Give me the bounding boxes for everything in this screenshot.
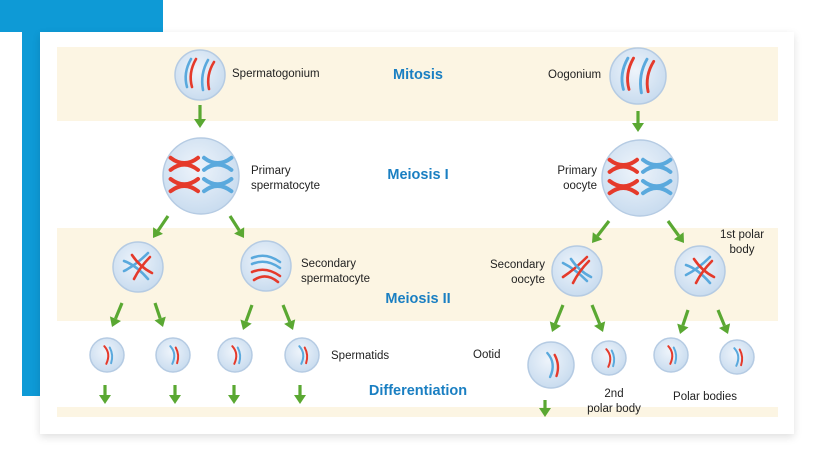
cell-spermatid-2 [155,337,191,373]
label-secondary-oocyte-1: Secondary [490,259,545,271]
stage-meiosis-1: Meiosis I [387,167,448,183]
band-mitosis [57,47,778,121]
cell-spermatid-1 [89,337,125,373]
label-second-polar-body-1: 2nd [604,388,623,400]
label-second-polar-body-2: polar body [587,403,641,415]
label-polar-bodies: Polar bodies [673,391,737,403]
stage-meiosis-2: Meiosis II [385,291,450,307]
label-first-polar-body-2: body [730,244,755,256]
arrow-oogonium-to-primary [632,111,644,132]
arrow-first-polar-body-to-polar-1 [677,309,690,334]
accent-side-bar [22,32,40,396]
arrows-layer [99,105,731,417]
cell-primary-oocyte [601,139,679,217]
cell-spermatogonium [174,49,226,101]
cell-secondary-oocyte [551,245,603,297]
stage-differentiation: Differentiation [369,383,467,399]
band-differentiation [57,407,778,417]
arrow-first-polar-body-to-polar-2 [716,309,731,334]
label-ootid: Ootid [473,349,501,361]
label-primary-oocyte-1: Primary [557,165,597,177]
arrow-secondary-left-to-spermatid-1 [109,302,124,327]
accent-corner-block [0,0,163,32]
label-secondary-oocyte-2: oocyte [511,274,545,286]
cell-spermatid-4 [284,337,320,373]
cell-primary-spermatocyte [162,137,240,215]
arrow-spermatid-4-differentiation [294,385,306,404]
arrow-secondary-right-to-spermatid-3 [240,304,254,330]
arrow-primary-to-secondary-right [228,215,245,238]
arrow-secondary-left-to-spermatid-2 [153,302,166,327]
label-spermatids: Spermatids [331,350,389,362]
cell-oogonium [609,47,667,105]
label-first-polar-body-1: 1st polar [720,229,764,241]
cell-second-polar-body [591,340,627,376]
label-secondary-spermatocyte-1: Secondary [301,258,356,270]
band-meiosis-2 [57,228,778,321]
cells-layer [89,47,755,389]
arrow-ootid-differentiation [539,400,551,417]
cell-spermatid-3 [217,337,253,373]
cell-ootid [527,341,575,389]
arrow-primary-to-first-polar-body [666,220,684,243]
stage-mitosis: Mitosis [393,67,443,83]
cell-first-polar-body [674,245,726,297]
label-primary-oocyte-2: oocyte [563,180,597,192]
cell-secondary-spermatocyte-left [112,241,164,293]
arrow-spermatogonium-to-primary [194,105,206,128]
cell-secondary-spermatocyte-right [240,240,292,292]
label-spermatogonium: Spermatogonium [232,68,320,80]
arrow-secondary-oocyte-to-ootid [549,304,565,332]
arrow-secondary-oocyte-to-second-polar-body [590,304,606,332]
label-primary-spermatocyte-1: Primary [251,165,291,177]
label-primary-spermatocyte-2: spermatocyte [251,180,320,192]
arrow-spermatid-1-differentiation [99,385,111,404]
arrow-primary-to-secondary-oocyte [592,220,611,243]
label-secondary-spermatocyte-2: spermatocyte [301,273,370,285]
arrow-secondary-right-to-spermatid-4 [281,304,296,330]
arrow-primary-to-secondary-left [153,215,170,238]
label-oogonium: Oogonium [548,69,601,81]
arrow-spermatid-2-differentiation [169,385,181,404]
arrow-spermatid-3-differentiation [228,385,240,404]
cell-polar-body-1 [653,337,689,373]
cell-polar-body-2 [719,339,755,375]
